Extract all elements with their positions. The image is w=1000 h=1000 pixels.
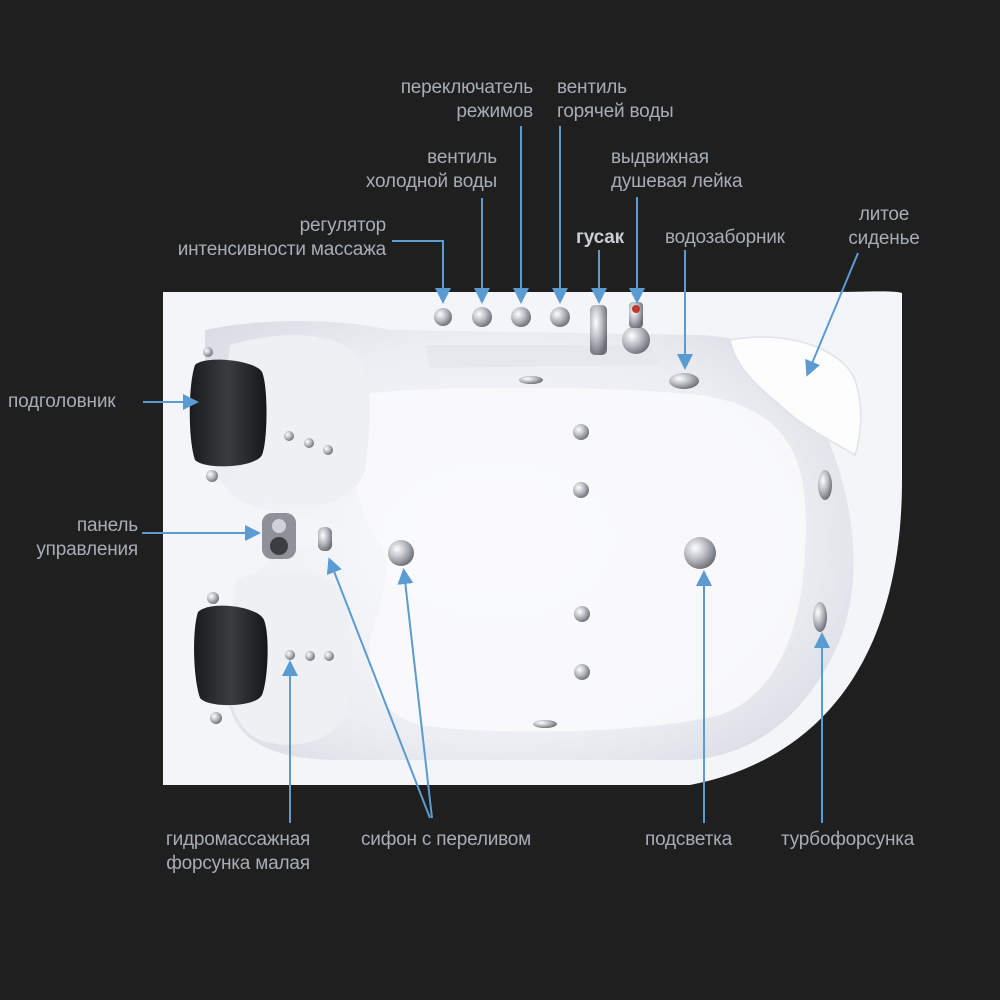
small-jets-upper [284, 431, 333, 455]
label-turbo-jet: турбофорсунка [781, 829, 915, 850]
tap-deck [425, 345, 660, 368]
underwater-light [684, 537, 716, 569]
lower-headrest [194, 592, 268, 724]
control-panel-device [262, 513, 332, 559]
label-water-intake: водозаборник [665, 227, 785, 248]
taps [434, 302, 650, 355]
floor-jets [519, 376, 590, 728]
small-jets-lower [285, 650, 334, 661]
label-headrest: подголовник [8, 391, 116, 412]
label-spout: гусак [576, 227, 624, 248]
water-intake-grate [669, 373, 699, 389]
label-siphon: сифон с переливом [361, 829, 532, 850]
tub-floor [353, 387, 806, 732]
label-lighting: подсветка [645, 829, 733, 850]
upper-headrest [189, 347, 267, 482]
molded-seat [729, 336, 862, 457]
siphon-drain [388, 540, 414, 566]
turbo-jet-upper [818, 470, 832, 500]
pointer-lines [142, 126, 859, 823]
turbo-jet-lower [813, 602, 827, 632]
